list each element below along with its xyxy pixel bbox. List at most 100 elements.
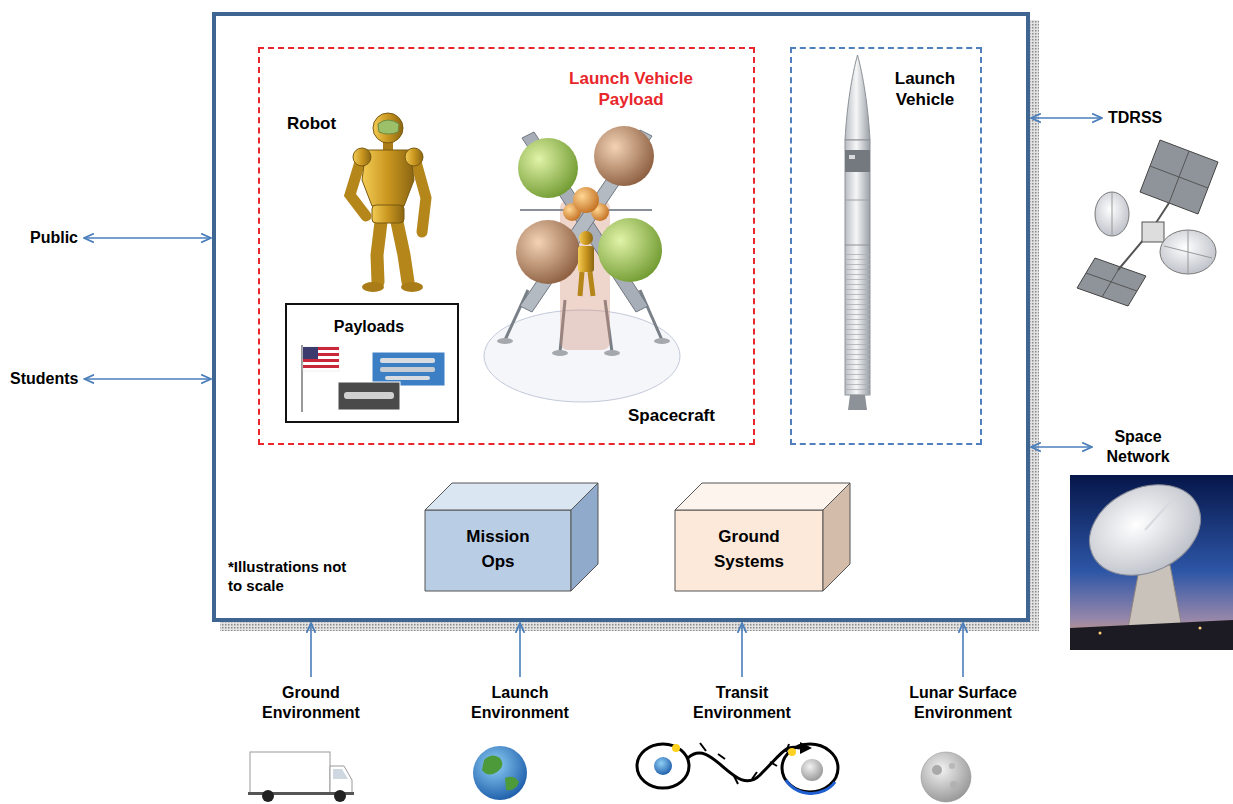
truck-icon (334, 790, 346, 802)
robot-illustration (378, 120, 399, 134)
moon-icon (921, 752, 971, 802)
node-text: Launch Vehicle Payload (548, 68, 714, 111)
tdrss-satellite (1142, 222, 1164, 242)
robot-illustration (416, 162, 426, 232)
ground-antenna-photo (1199, 627, 1202, 630)
moon-icon (949, 763, 955, 769)
environment-label: Launch Environment (465, 683, 575, 723)
earth-icon (482, 755, 502, 774)
rocket-illustration (845, 140, 870, 395)
spacecraft-illustration (484, 126, 680, 402)
boundary-shadow (1030, 20, 1039, 631)
external-system: Space Network (1098, 427, 1178, 467)
ground-antenna-photo (1075, 467, 1216, 592)
flow-arrow (519, 623, 521, 677)
node-text: Payloads (287, 317, 451, 337)
spacecraft-illustration (518, 138, 578, 198)
robot-illustration (362, 282, 384, 292)
payload-photos (385, 376, 430, 380)
flow-arrow (84, 378, 211, 380)
transit-icon (700, 743, 706, 751)
node-text: Space Network (1098, 427, 1178, 467)
ground-antenna-photo (1070, 467, 1233, 650)
truck-icon (262, 790, 274, 802)
flow-arrow (741, 623, 743, 677)
spacecraft-illustration (573, 187, 599, 213)
node-text: TDRSS (1108, 108, 1162, 128)
spacecraft-illustration (580, 272, 582, 296)
robot-illustration (373, 113, 403, 143)
spacecraft-illustration (640, 290, 662, 340)
spacecraft-illustration (604, 350, 620, 356)
part-label: Robot (285, 113, 338, 134)
node-text: Students (10, 369, 78, 389)
robot-illustration (353, 148, 371, 166)
payload-photos (344, 392, 394, 399)
block-side (571, 483, 598, 591)
spacecraft-illustration (516, 220, 580, 284)
transit-icon (672, 744, 680, 752)
payload-photos (302, 345, 445, 412)
transit-icon (654, 757, 672, 775)
node-text: Mission Ops (456, 525, 540, 574)
block-front (675, 510, 823, 591)
node-text: Ground Environment (256, 683, 366, 723)
rocket-illustration (845, 250, 870, 395)
transit-icon (637, 744, 689, 788)
truck-icon (250, 752, 330, 794)
earth-icon (473, 746, 527, 800)
moon-icon (950, 781, 958, 789)
transit-icon (786, 780, 835, 793)
truck-icon (333, 769, 348, 779)
tdrss-satellite (1077, 140, 1218, 306)
node-text: Transit Environment (687, 683, 797, 723)
robot-illustration (405, 148, 423, 166)
block-top (425, 483, 598, 510)
payload-photos (303, 347, 339, 371)
tdrss-satellite (1095, 192, 1129, 236)
truck-icon (248, 752, 354, 802)
spacecraft-illustration (598, 218, 662, 282)
flow-arrow (962, 623, 964, 677)
ground-antenna-photo (1145, 500, 1172, 530)
ground-antenna-photo (1099, 632, 1102, 635)
node-text: Launch Vehicle (878, 68, 972, 111)
robot-illustration (397, 222, 408, 282)
block-top (675, 483, 850, 510)
mission-ops-block: Mission Ops (425, 483, 598, 591)
spacecraft-illustration (578, 246, 594, 272)
flow-arrow (84, 237, 211, 239)
spacecraft-illustration (594, 126, 654, 186)
robot-illustration (401, 282, 423, 292)
tdrss-satellite (1188, 230, 1189, 274)
node-text: Lunar Surface Environment (898, 683, 1028, 723)
payload-photos (303, 347, 318, 359)
payload-photos (372, 352, 445, 386)
transit-icon (770, 762, 777, 766)
flow-arrow (310, 623, 312, 677)
external-actor: Public (30, 228, 78, 248)
truck-icon (330, 766, 352, 794)
spacecraft-illustration (579, 231, 593, 245)
payloads-box: Payloads (285, 303, 459, 423)
system-boundary: Payloads Launch Vehicle Payload Launch Veh… (212, 12, 1030, 622)
environment-label: Ground Environment (256, 683, 366, 723)
transit-icon (700, 743, 789, 784)
launch-vehicle-group: Launch Vehicle (790, 47, 982, 445)
tdrss-satellite (1086, 273, 1137, 291)
payload-photos (303, 359, 339, 362)
spacecraft-illustration (590, 272, 593, 296)
node-text: Public (30, 228, 78, 248)
moon-icon (921, 752, 971, 802)
part-label: Spacecraft (626, 405, 717, 426)
environment-label: Transit Environment (687, 683, 797, 723)
external-system: TDRSS (1108, 108, 1162, 128)
transit-icon (718, 754, 725, 759)
payload-group: Payloads Launch Vehicle Payload (258, 47, 755, 445)
spacecraft-illustration (505, 290, 528, 340)
rocket-illustration (848, 395, 867, 410)
transit-icon (637, 742, 838, 793)
payload-photos (380, 358, 435, 363)
